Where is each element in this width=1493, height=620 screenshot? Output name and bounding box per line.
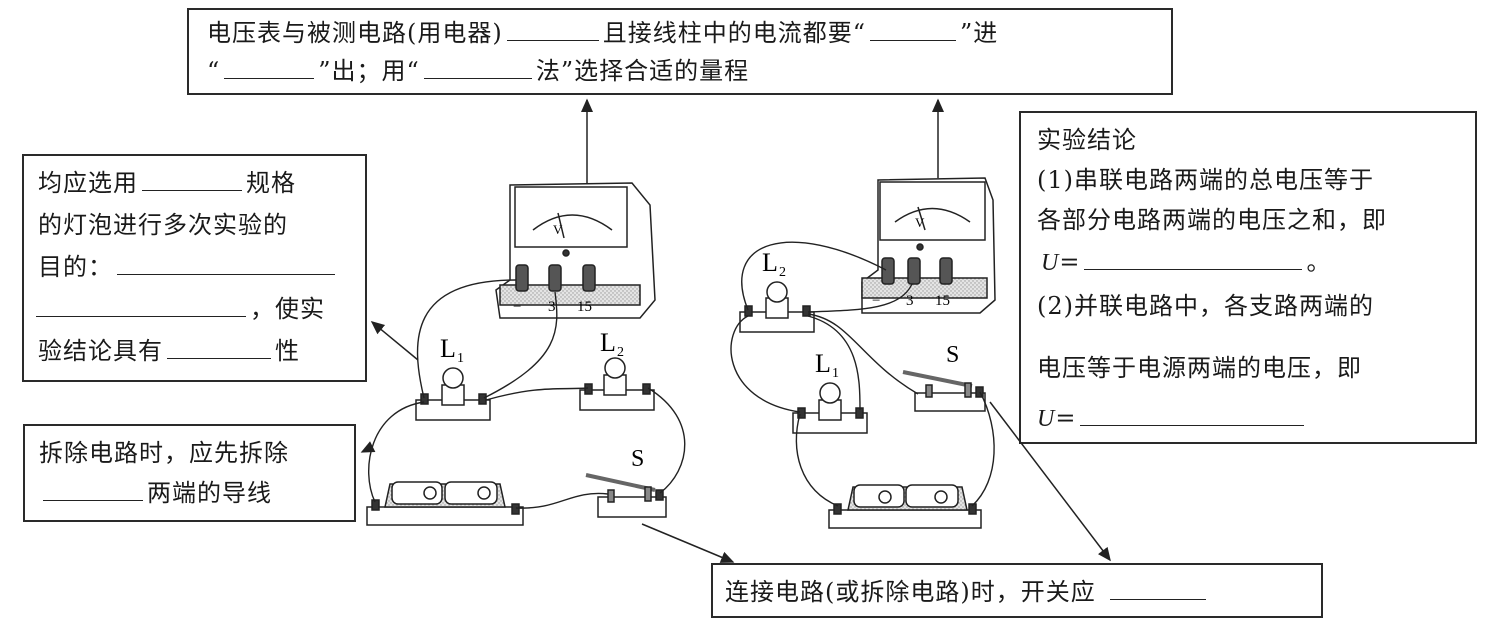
top-text-2a: “ [207,57,221,85]
left-lamp-l2-sub: 2 [617,345,624,360]
blank-parallel-formula[interactable] [1080,403,1305,426]
lamp-line-2: 的灯泡进行多次实验的 [38,211,288,239]
left-battery [366,481,524,526]
lamp-text-4: ，使实 [250,295,325,323]
blank-component[interactable] [43,478,143,501]
top-text-2c: 法”选择合适的量程 [535,57,750,85]
period-series: 。 [1306,248,1332,276]
right-battery [828,484,982,529]
left-lamp-l1-sub: 1 [457,351,464,366]
blank-out-terminal[interactable] [224,56,315,79]
lamp-text-1a: 均应选用 [38,169,138,197]
blank-property[interactable] [167,336,271,359]
right-terminal-neg: − [872,293,880,309]
blank-purpose-2[interactable] [36,294,246,317]
switch-text: 连接电路(或拆除电路)时，开关应 [725,578,1096,606]
switch-line-1: 连接电路(或拆除电路)时，开关应 [725,577,1210,607]
conclusion-line-4: (2)并联电路中，各支路两端的 [1037,292,1374,320]
top-text-1b: 且接线柱中的电流都要“ [602,19,867,47]
right-terminal-15: 15 [935,293,950,309]
conclusion-line-3: U= 。 [1041,247,1331,278]
blank-connection-type[interactable] [506,18,599,41]
blank-in-terminal[interactable] [870,18,957,41]
right-wires [730,241,995,507]
blank-purpose-1[interactable] [117,252,335,275]
disconnect-box: 拆除电路时，应先拆除 两端的导线 [23,424,356,522]
var-u-series: U [1041,250,1060,276]
blank-lamp-spec[interactable] [142,168,242,191]
conclusion-line-5: 电压等于电源两端的电压，即 [1037,354,1362,382]
right-lamp-l1 [792,382,868,434]
right-terminal-3: 3 [906,293,914,309]
top-instruction-box: 电压表与被测电路(用电器) 且接线柱中的电流都要“ ”进 “ ”出；用“ 法”选择合适的… [187,8,1173,95]
left-switch [585,473,667,518]
var-u-parallel: U [1037,406,1056,432]
disconnect-text-2: 两端的导线 [147,479,272,507]
left-lamp-l1 [415,367,491,421]
right-lamp-l2-label: L [762,248,778,277]
right-voltmeter [861,177,996,314]
left-terminal-15: 15 [577,299,592,315]
blank-method[interactable] [423,56,532,79]
equals-parallel: = [1055,404,1077,432]
left-voltmeter [495,182,656,319]
lamp-line-4: ，使实 [32,294,325,324]
conclusion-box: 实验结论 (1)串联电路两端的总电压等于 各部分电路两端的电压之和，即 U=。 … [1019,111,1477,444]
lamp-text-5a: 验结论具有 [38,337,163,365]
right-voltmeter-symbol: V [915,215,925,230]
disconnect-line-2: 两端的导线 [39,478,272,508]
left-terminal-3: 3 [548,299,556,315]
top-line-2: “ ”出；用“ 法”选择合适的量程 [207,56,749,86]
left-lamp-l1-label: L [440,334,456,363]
lamp-spec-box: 均应选用 规格 的灯泡进行多次实验的 目的： ，使实 验结论具有 性 [22,154,367,382]
left-lamp-l2-label: L [600,328,616,357]
top-line-1: 电压表与被测电路(用电器) 且接线柱中的电流都要“ ”进 [207,18,998,48]
arrow-to-switch-box-left [641,523,735,563]
top-text-2b: ”出；用“ [318,57,420,85]
right-lamp-l2-sub: 2 [779,265,786,280]
lamp-line-1: 均应选用 规格 [38,168,296,198]
conclusion-title: 实验结论 [1037,126,1137,154]
conclusion-line-6: U= [1037,403,1308,434]
left-switch-label: S [631,446,644,472]
lamp-text-5b: 性 [275,337,300,365]
lamp-text-3: 目的： [38,253,113,281]
right-switch-label: S [946,342,959,368]
left-terminal-neg: − [513,299,521,315]
lamp-text-1b: 规格 [246,169,296,197]
top-text-1a: 电压表与被测电路(用电器) [207,19,503,47]
left-lamp-l2 [579,357,655,411]
arrow-to-lamp-box [370,321,419,361]
right-lamp-l1-sub: 1 [832,366,839,381]
blank-switch-state[interactable] [1109,577,1206,600]
lamp-line-3: 目的： [38,252,339,282]
arrow-to-disconnect-box [360,441,376,453]
switch-state-box: 连接电路(或拆除电路)时，开关应 [711,563,1323,618]
conclusion-line-2: 各部分电路两端的电压之和，即 [1037,206,1387,234]
lamp-line-5: 验结论具有 性 [38,336,300,366]
callout-arrows [360,98,1111,563]
blank-series-formula[interactable] [1084,247,1303,270]
left-wires [368,279,686,509]
right-lamp-l2 [739,281,815,333]
equals-series: = [1059,248,1081,276]
top-text-1c: ”进 [960,19,999,47]
right-switch [902,370,986,412]
right-lamp-l1-label: L [815,349,831,378]
conclusion-line-1: (1)串联电路两端的总电压等于 [1037,166,1374,194]
disconnect-line-1: 拆除电路时，应先拆除 [39,439,289,467]
left-voltmeter-symbol: V [553,222,563,237]
